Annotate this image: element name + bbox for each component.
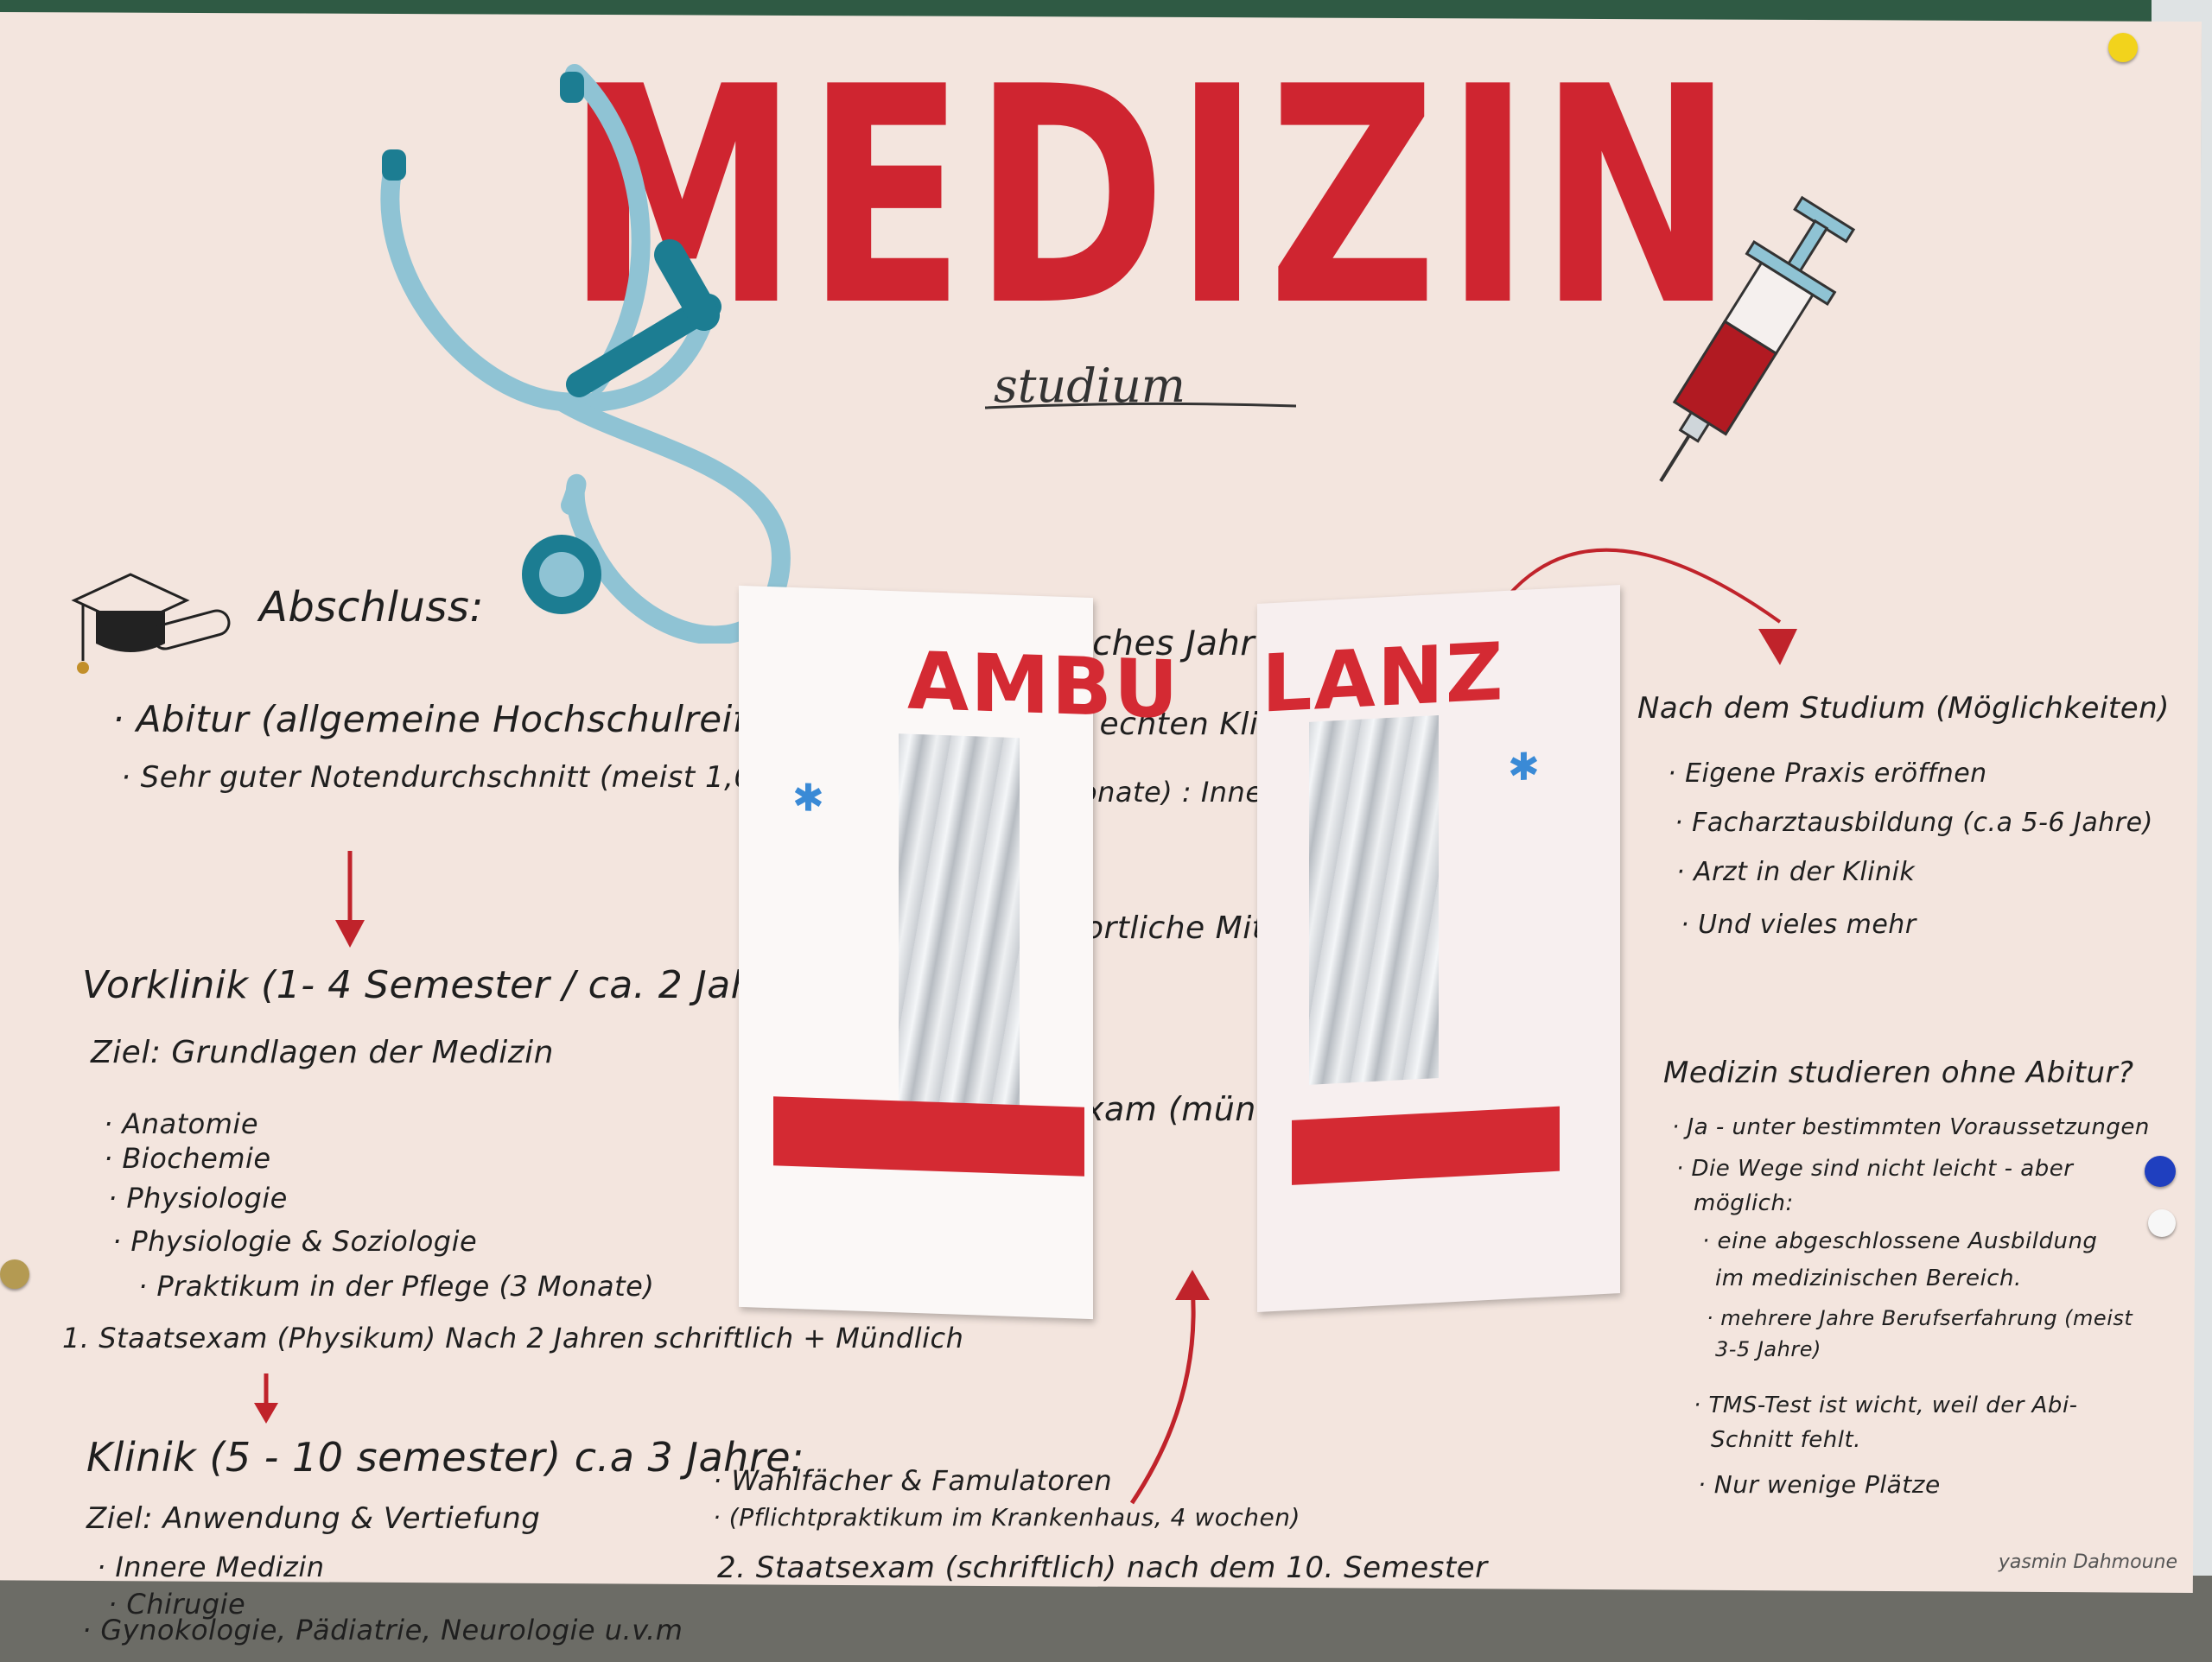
middle-item: · (Pflichtpraktikum im Krankenhaus, 4 wo…	[713, 1503, 1300, 1532]
vorklinik-item: · Physiologie	[108, 1182, 288, 1215]
foil-panel	[1309, 715, 1439, 1085]
abschluss-item: · Sehr guter Notendurchschnitt (meist 1,…	[121, 760, 844, 795]
pushpin-icon	[2108, 33, 2138, 62]
ohne-heading: Medizin studieren ohne Abitur?	[1663, 1056, 2134, 1090]
klinik-item: · Chirugie	[108, 1588, 246, 1621]
ohne-item: 3-5 Jahre)	[1715, 1337, 1821, 1361]
ohne-item: im medizinischen Bereich.	[1715, 1266, 2022, 1291]
klinik-heading: Klinik (5 - 10 semester) c.a 3 Jahre:	[86, 1434, 805, 1481]
klinik-goal: Ziel: Anwendung & Vertiefung	[86, 1501, 541, 1536]
card-word-left: AMBU	[907, 634, 1180, 737]
vorklinik-goal: Ziel: Grundlagen der Medizin	[91, 1035, 554, 1070]
nach-item: · Und vieles mehr	[1681, 910, 1916, 940]
abschluss-heading: Abschluss:	[259, 583, 485, 631]
vorklinik-item: · Biochemie	[104, 1142, 271, 1175]
abschluss-item: · Abitur (allgemeine Hochschulreife)	[112, 698, 784, 740]
klinik-item: · Gynokologie, Pädiatrie, Neurologie u.v…	[82, 1614, 683, 1646]
ohne-item: Schnitt fehlt.	[1711, 1427, 1861, 1453]
pushpin-icon	[0, 1259, 29, 1289]
ohne-item: · TMS-Test ist wicht, weil der Abi-	[1694, 1392, 2078, 1418]
asterisk-icon: ✱	[1508, 744, 1540, 790]
graduation-cap-icon	[71, 573, 231, 674]
vorklinik-item: · Physiologie & Soziologie	[112, 1225, 478, 1258]
vorklinik-heading: Vorklinik (1- 4 Semester / ca. 2 Jahre):	[82, 963, 824, 1007]
flap-card-right[interactable]: LANZ ✱	[1257, 584, 1620, 1313]
signature: yasmin Dahmoune	[1998, 1551, 2177, 1573]
nach-item: · Eigene Praxis eröffnen	[1668, 758, 1987, 789]
klinik-item: · Innere Medizin	[97, 1551, 325, 1583]
nach-heading: Nach dem Studium (Möglichkeiten)	[1637, 691, 2170, 726]
subtitle-underline-icon	[985, 402, 1296, 409]
vorklinik-item: · Praktikum in der Pflege (3 Monate)	[138, 1270, 655, 1303]
arrow-curved-icon	[1129, 1270, 1210, 1505]
red-stripe	[1292, 1106, 1560, 1185]
poster	[0, 12, 2202, 1593]
poster-title: MEDIZIN	[566, 48, 1767, 358]
nach-item: · Arzt in der Klinik	[1676, 857, 1916, 887]
ohne-item: · Die Wege sind nicht leicht - aber	[1676, 1156, 2074, 1182]
foil-panel	[899, 733, 1020, 1136]
vorklinik-item: · Anatomie	[104, 1107, 258, 1140]
staatsexam-1: 1. Staatsexam (Physikum) Nach 2 Jahren s…	[62, 1322, 964, 1354]
arrow-curved-icon	[1506, 548, 1797, 665]
hidden-fragment: m echten Klin	[1058, 707, 1279, 742]
arrow-down-icon	[254, 1373, 278, 1424]
asterisk-icon: ✱	[792, 776, 824, 821]
flap-card-left[interactable]: AMBU ✱	[739, 585, 1180, 1320]
ohne-item: · Ja - unter bestimmten Voraussetzungen	[1672, 1114, 2150, 1140]
title-text: MEDIZIN	[566, 22, 1742, 371]
ohne-item: · mehrere Jahre Berufserfahrung (meist	[1707, 1306, 2133, 1330]
card-word-right: LANZ	[1262, 625, 1505, 731]
nach-item: · Facharztausbildung (c.a 5-6 Jahre)	[1675, 808, 2153, 838]
ohne-item: möglich:	[1694, 1190, 1794, 1216]
red-stripe	[773, 1096, 1084, 1177]
pushpin-icon	[2145, 1156, 2176, 1187]
ohne-item: · eine abgeschlossene Ausbildung	[1702, 1228, 2098, 1254]
arrow-down-icon	[335, 851, 365, 948]
middle-item: · Wahlfächer & Famulatoren	[713, 1464, 1113, 1497]
middle-item: 2. Staatsexam (schriftlich) nach dem 10.…	[717, 1551, 1488, 1585]
syringe-icon	[1659, 195, 1856, 482]
pushpin-icon	[2148, 1209, 2176, 1237]
ohne-item: · Nur wenige Plätze	[1698, 1470, 1941, 1499]
stethoscope-icon	[380, 64, 791, 644]
